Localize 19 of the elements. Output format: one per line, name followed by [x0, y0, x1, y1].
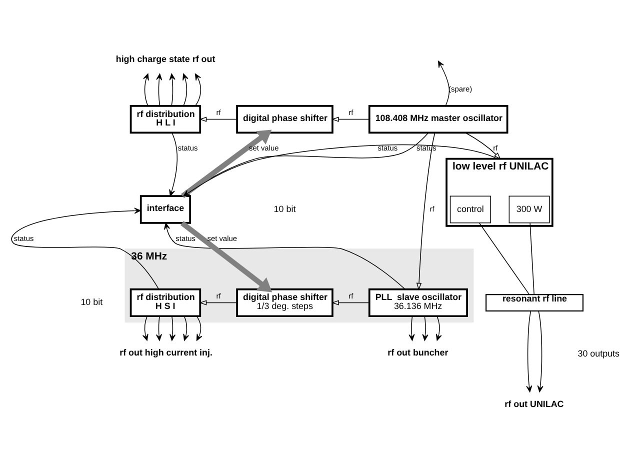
edge-label: rf — [430, 204, 434, 213]
node-text: rf out UNILAC — [504, 398, 564, 409]
edge-label: rf — [493, 143, 498, 152]
edge-label: rf — [216, 107, 221, 116]
edge-label: set value — [248, 143, 279, 152]
node-text: high charge state rf out — [116, 53, 216, 64]
edge-label: status — [14, 233, 34, 242]
edge-label: status — [378, 143, 398, 152]
edge-label: set value — [207, 233, 238, 242]
label: 10 bit — [80, 296, 103, 307]
edge-label: rf — [216, 290, 221, 300]
node-text: rf out high current inj. — [120, 347, 212, 358]
node-text: rf out buncher — [388, 347, 448, 358]
label: 30 outputs — [578, 348, 620, 358]
label: 10 bit — [274, 203, 296, 214]
edge-label: status — [178, 143, 198, 152]
edge-label: rf — [348, 107, 354, 116]
edge-label: status — [176, 233, 196, 242]
edge-label: rf — [348, 290, 354, 300]
